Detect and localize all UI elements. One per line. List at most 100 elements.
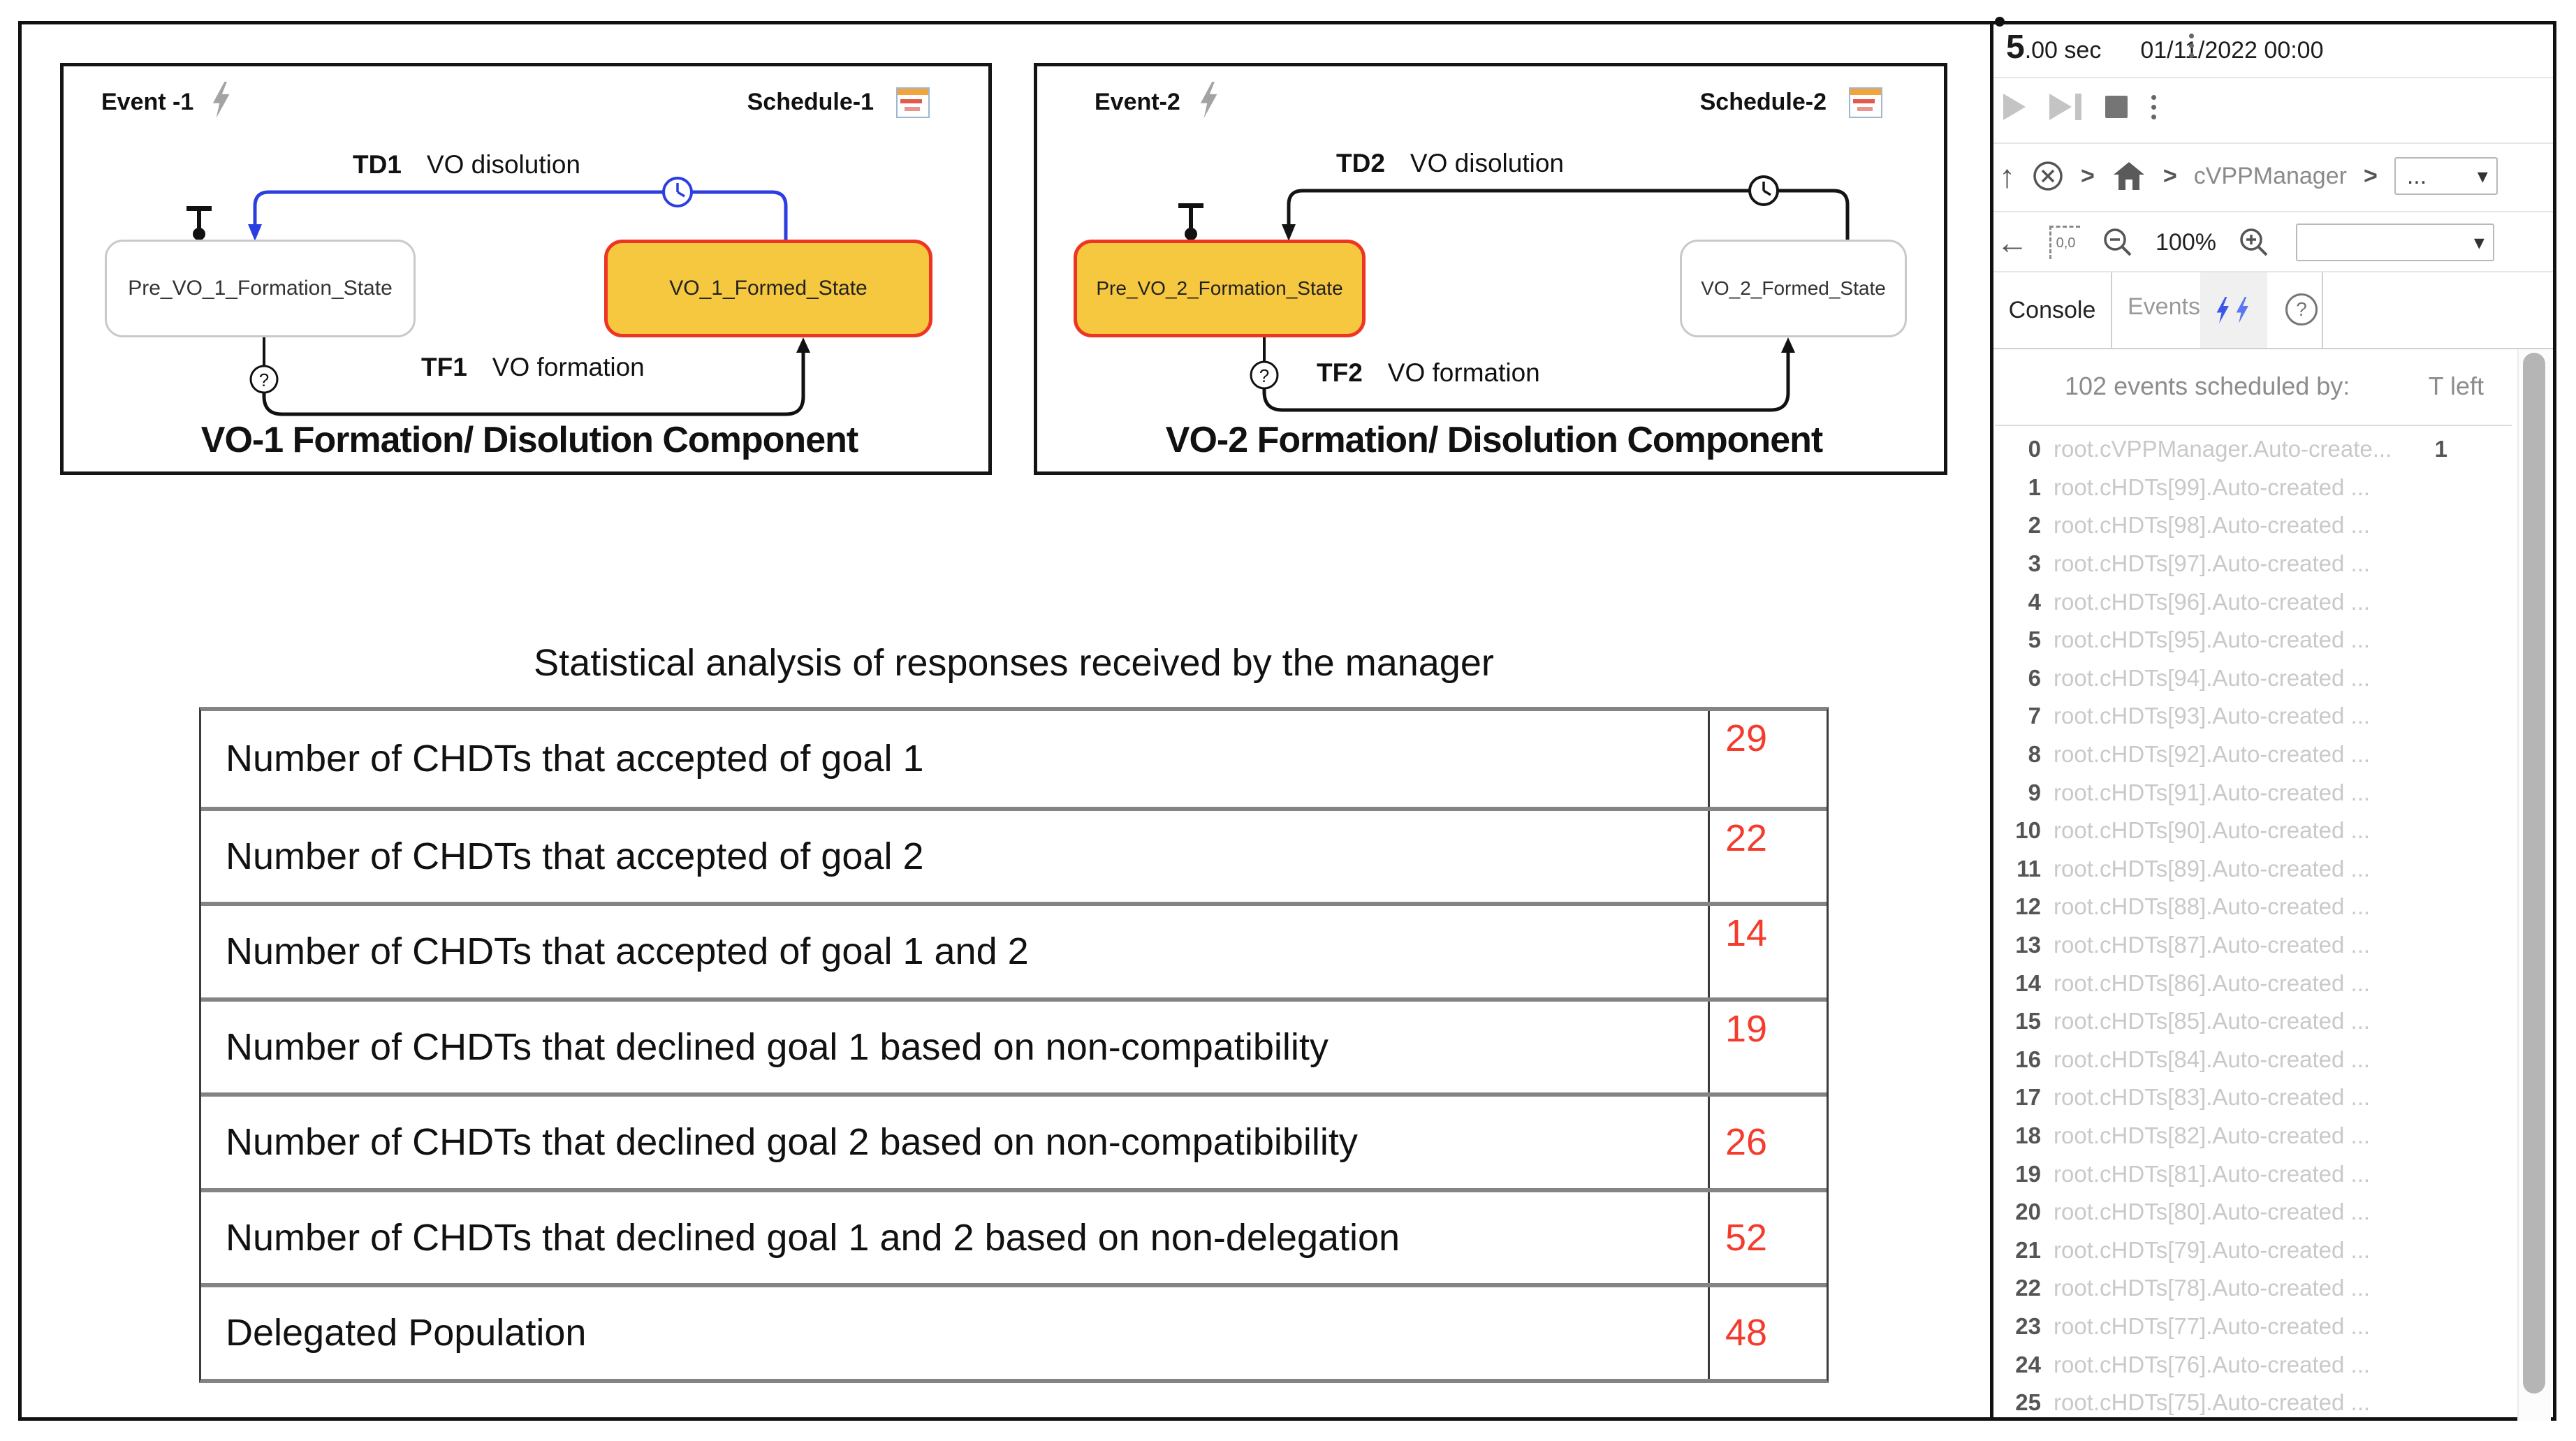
event-row[interactable]: 6 root.cHDTs[94].Auto-created ... <box>1995 659 2484 698</box>
event-row[interactable]: 21 root.cHDTs[79].Auto-created ... <box>1995 1231 2484 1269</box>
separator <box>1993 77 2553 78</box>
event-index: 9 <box>2028 779 2041 805</box>
breadcrumb-model[interactable]: cVPPManager <box>2193 162 2347 189</box>
event-index: 8 <box>2028 741 2041 768</box>
event-index: 24 <box>2015 1351 2041 1377</box>
events-list-header: 102 events scheduled by: T left <box>1995 372 2484 401</box>
event-row[interactable]: 9 root.cHDTs[91].Auto-created ... <box>1995 773 2484 812</box>
home-icon[interactable] <box>2112 160 2146 192</box>
tf1-arrowhead <box>796 337 810 353</box>
event-row[interactable]: 4 root.cHDTs[96].Auto-created ... <box>1995 583 2484 621</box>
event-row[interactable]: 7 root.cHDTs[93].Auto-created ... <box>1995 697 2484 736</box>
zoom-in-icon[interactable] <box>2237 226 2271 259</box>
event-description: root.cHDTs[97].Auto-created ... <box>2054 550 2371 577</box>
breadcrumb-more-dropdown[interactable]: ... ▾ <box>2394 157 2498 195</box>
tab-strip-underline <box>1993 348 2553 349</box>
event-row[interactable]: 15 root.cHDTs[85].Auto-created ... <box>1995 1002 2484 1041</box>
event-row[interactable]: 19 root.cHDTs[81].Auto-created ... <box>1995 1155 2484 1193</box>
event-row[interactable]: 12 root.cHDTs[88].Auto-created ... <box>1995 888 2484 926</box>
event-row[interactable]: 0 root.cVPPManager.Auto-create... 1 <box>1995 430 2484 469</box>
event-row[interactable]: 17 root.cHDTs[83].Auto-created ... <box>1995 1078 2484 1117</box>
separator <box>1993 271 2553 272</box>
initial-state-pointer <box>1178 203 1203 208</box>
svg-text:?: ? <box>1259 365 1269 386</box>
playback-menu-icon[interactable] <box>2151 94 2156 119</box>
panel-divider <box>1990 21 1993 1421</box>
zoom-preset-dropdown[interactable]: ▾ <box>2295 224 2494 261</box>
lightning-icon <box>212 82 230 118</box>
events-scrollbar-thumb[interactable] <box>2523 353 2545 1394</box>
event-index: 2 <box>2028 512 2041 539</box>
td2-label: TD2 VO disolution <box>1336 149 1564 177</box>
sim-time-value: 5 <box>2006 29 2025 66</box>
event-row[interactable]: 1 root.cHDTs[99].Auto-created ... <box>1995 469 2484 507</box>
event-row[interactable]: 5 root.cHDTs[95].Auto-created ... <box>1995 621 2484 659</box>
event-description: root.cHDTs[94].Auto-created ... <box>2054 664 2371 691</box>
tf2-label: TF2 VO formation <box>1317 358 1540 387</box>
tab-events[interactable]: Events <box>2128 293 2200 320</box>
event-row[interactable]: 14 root.cHDTs[86].Auto-created ... <box>1995 964 2484 1002</box>
event-index: 20 <box>2015 1199 2041 1225</box>
event-row[interactable]: 16 root.cHDTs[84].Auto-created ... <box>1995 1041 2484 1079</box>
event-description: root.cHDTs[89].Auto-created ... <box>2054 855 2371 882</box>
chevron-down-icon: ▾ <box>2477 164 2488 188</box>
event-index: 3 <box>2028 550 2041 577</box>
event-row[interactable]: 24 root.cHDTs[76].Auto-created ... <box>1995 1345 2484 1384</box>
event-row[interactable]: 22 root.cHDTs[78].Auto-created ... <box>1995 1269 2484 1308</box>
vo2-formed-state[interactable]: VO_2_Formed_State <box>1680 240 1907 337</box>
close-circle-icon[interactable] <box>2032 160 2064 192</box>
vo1-formed-state[interactable]: VO_1_Formed_State <box>604 240 932 337</box>
event-row[interactable]: 2 root.cHDTs[98].Auto-created ... <box>1995 506 2484 545</box>
chevron-icon: > <box>2363 162 2378 189</box>
event-description: root.cHDTs[87].Auto-created ... <box>2054 932 2371 958</box>
event-row[interactable]: 13 root.cHDTs[87].Auto-created ... <box>1995 926 2484 965</box>
play-icon[interactable] <box>2003 94 2026 120</box>
table-row: Number of CHDTs that declined goal 1 and… <box>201 1187 1827 1283</box>
chevron-icon: > <box>2081 162 2095 189</box>
event-row[interactable]: 18 root.cHDTs[82].Auto-created ... <box>1995 1117 2484 1155</box>
pre-vo1-formation-state[interactable]: Pre_VO_1_Formation_State <box>105 240 416 337</box>
event-index: 16 <box>2015 1046 2041 1072</box>
origin-icon[interactable]: 0,0 <box>2049 226 2080 259</box>
event-description: root.cVPPManager.Auto-create... <box>2054 436 2392 462</box>
event2-label: Event-2 <box>1095 89 1180 115</box>
stop-icon[interactable] <box>2105 96 2128 118</box>
event-row[interactable]: 3 root.cHDTs[97].Auto-created ... <box>1995 545 2484 583</box>
event-index: 15 <box>2015 1008 2041 1034</box>
event-index: 11 <box>2017 855 2041 882</box>
events-header-underline <box>1995 425 2512 426</box>
table-row: Number of CHDTs that declined goal 1 bas… <box>201 997 1827 1092</box>
timeout-clock-icon <box>1748 175 1779 206</box>
event-row[interactable]: 23 root.cHDTs[77].Auto-created ... <box>1995 1308 2484 1346</box>
event-index: 22 <box>2015 1275 2041 1301</box>
stat-value: 22 <box>1708 810 1827 902</box>
lightning-icon <box>1200 82 1217 118</box>
event-row[interactable]: 11 root.cHDTs[89].Auto-created ... <box>1995 850 2484 888</box>
event-description: root.cHDTs[83].Auto-created ... <box>2054 1084 2371 1111</box>
event-description: root.cHDTs[88].Auto-created ... <box>2054 893 2371 920</box>
events-list[interactable]: 0 root.cVPPManager.Auto-create... 1 1 ro… <box>1995 430 2484 1419</box>
event-row[interactable]: 25 root.cHDTs[75].Auto-created ... <box>1995 1384 2484 1419</box>
event-description: root.cHDTs[95].Auto-created ... <box>2054 627 2371 653</box>
event-row[interactable]: 10 root.cHDTs[90].Auto-created ... <box>1995 812 2484 850</box>
pre-vo2-formation-state[interactable]: Pre_VO_2_Formation_State <box>1074 240 1366 337</box>
back-arrow-icon[interactable]: ← <box>1996 224 2028 261</box>
event-description: root.cHDTs[77].Auto-created ... <box>2054 1312 2371 1339</box>
event-row[interactable]: 20 root.cHDTs[80].Auto-created ... <box>1995 1193 2484 1231</box>
stat-label: Number of CHDTs that declined goal 1 bas… <box>226 1025 1329 1068</box>
event-index: 10 <box>2015 817 2041 844</box>
event-row[interactable]: 8 root.cHDTs[92].Auto-created ... <box>1995 736 2484 774</box>
screenshot-frame <box>18 21 2556 1421</box>
time-row-menu-icon[interactable] <box>2189 34 2194 58</box>
schedule-icon <box>1849 87 1882 118</box>
running-indicator-dot <box>1995 17 2005 27</box>
events-bolts-toggle[interactable] <box>2200 272 2267 348</box>
zoom-out-icon[interactable] <box>2101 226 2135 259</box>
tab-console[interactable]: Console <box>1993 272 2112 348</box>
step-icon[interactable] <box>2049 94 2081 120</box>
simulation-time-row: 5 .00 sec 01/11/2022 00:00 <box>2006 28 2324 66</box>
event-description: root.cHDTs[86].Auto-created ... <box>2054 970 2371 996</box>
lightning-icon <box>2236 297 2248 323</box>
help-icon[interactable]: ? <box>2285 293 2318 325</box>
up-arrow-icon[interactable]: ↑ <box>1999 158 2015 194</box>
